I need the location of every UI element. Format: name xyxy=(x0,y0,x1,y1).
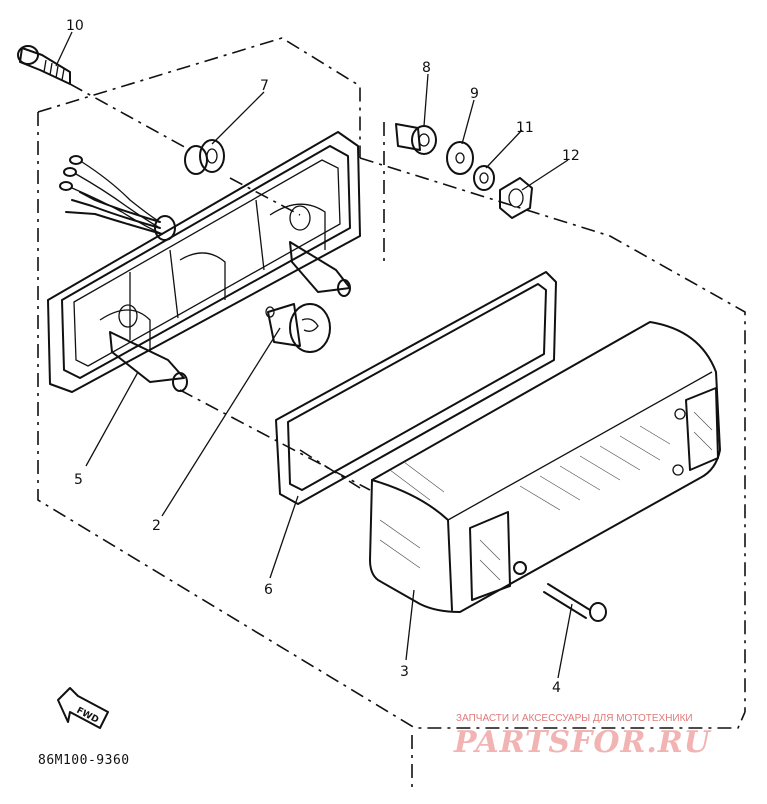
lens-part xyxy=(369,321,721,613)
gasket-part xyxy=(275,271,557,505)
leader-lines xyxy=(55,31,573,679)
lens-texture xyxy=(379,411,713,581)
callout-6: 6 xyxy=(264,582,273,598)
washer-part xyxy=(446,141,474,175)
watermark-caption: ЗАПЧАСТИ И АКСЕССУАРЫ ДЛЯ МОТОТЕХНИКИ xyxy=(456,713,693,724)
bolt-part xyxy=(395,123,437,155)
lens-screw-part xyxy=(543,583,607,622)
callout-8: 8 xyxy=(422,60,431,76)
watermark: ЗАПЧАСТИ И АКСЕССУАРЫ ДЛЯ МОТОТЕХНИКИ PA… xyxy=(453,713,712,760)
callout-5: 5 xyxy=(74,472,83,488)
callout-7: 7 xyxy=(260,78,269,94)
callout-11: 11 xyxy=(516,120,534,136)
screw-part xyxy=(17,45,71,85)
nut-part xyxy=(499,177,533,219)
drawing-code: 86M100-9360 xyxy=(38,753,130,768)
forward-arrow-icon: FWD xyxy=(57,687,109,729)
callout-3: 3 xyxy=(400,664,409,680)
lamp-base-housing xyxy=(47,131,361,393)
grommet-part xyxy=(184,139,225,175)
callout-12: 12 xyxy=(562,148,580,164)
wire-harness xyxy=(59,155,176,241)
callout-2: 2 xyxy=(152,518,161,534)
spring-washer-part xyxy=(473,165,495,191)
bulb-part xyxy=(265,303,331,353)
watermark-logo: PARTSFOR.RU xyxy=(453,725,712,760)
phantom-outline xyxy=(37,37,746,790)
callout-4: 4 xyxy=(552,680,561,696)
forward-label: FWD xyxy=(75,706,100,726)
callout-9: 9 xyxy=(470,86,479,102)
callout-10: 10 xyxy=(66,18,84,34)
